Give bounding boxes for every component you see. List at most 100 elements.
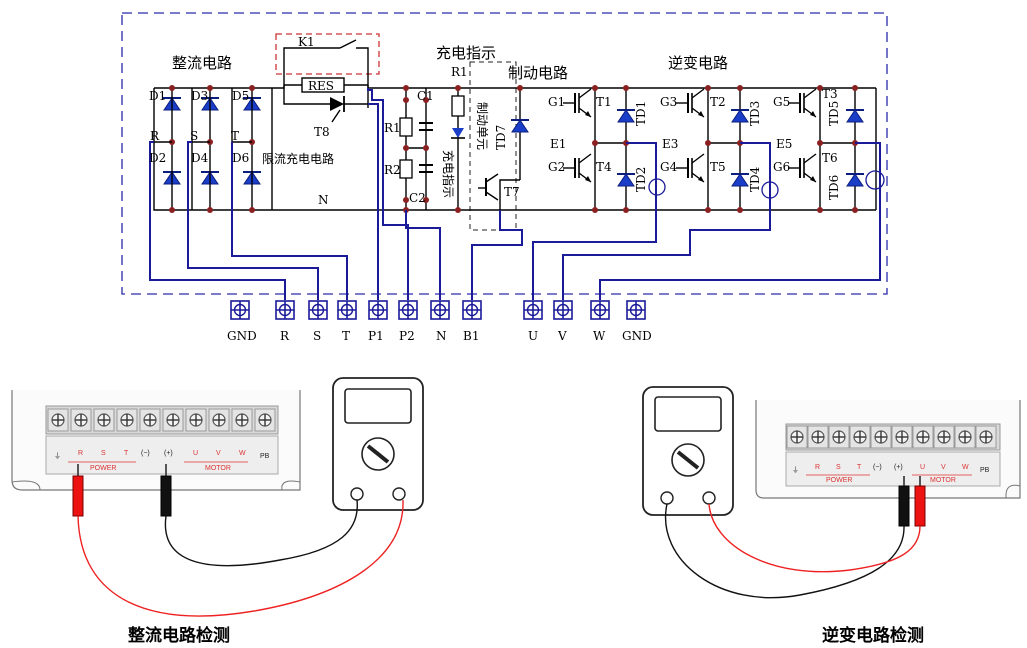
diode-d4-label: D4: [191, 151, 209, 165]
phase-r-label: R: [150, 129, 160, 143]
r2-label: R2: [384, 163, 401, 177]
gate-g5-label: G5: [773, 95, 790, 109]
diode-d1-label: D1: [149, 89, 166, 103]
diode-d5-label: D5: [232, 89, 249, 103]
emitter-e3-label: E3: [662, 137, 678, 151]
rectifier-bridge: [153, 85, 273, 213]
terminal-label: B1: [463, 329, 479, 343]
gate-g3-label: G3: [660, 95, 677, 109]
gate-g1-label: G1: [548, 95, 565, 109]
terminal-label: W: [593, 329, 606, 343]
igbt-t3-label: T3: [822, 87, 838, 101]
left-panel-label: T: [124, 450, 129, 457]
terminal-label: P2: [399, 329, 415, 343]
right-panel-screws: [786, 425, 997, 449]
terminal-label: R: [280, 329, 290, 343]
emitter-e1-label: E1: [550, 137, 566, 151]
relay-dashed-box: [275, 33, 380, 75]
charge-indicator-title: 充电指示: [436, 44, 496, 62]
emitter-e5-label: E5: [776, 137, 792, 151]
brake-title: 制动电路: [508, 64, 568, 82]
left-panel-label: R: [78, 450, 83, 457]
freewheel-td1-label: TD1: [634, 101, 648, 126]
terminal-label: N: [436, 329, 447, 343]
right-panel-label: T: [857, 464, 862, 471]
left-caption: 整流电路检测: [128, 625, 230, 646]
left-panel-label: U: [193, 450, 198, 457]
brake-unit-label: 制动单元: [475, 102, 489, 150]
r1-label: R1: [384, 121, 401, 135]
inverter-test-illustration: ⏚ R S T (−) (+) U V W PB POWER MOTOR: [642, 386, 1021, 599]
c2-label: C2: [409, 191, 426, 205]
igbt-t5-label: T5: [710, 160, 726, 174]
right-panel-label: R: [815, 464, 820, 471]
charge-indicator-vertical: 充电指示: [441, 150, 456, 198]
left-panel-label: ⏚: [54, 452, 61, 460]
left-motor-label: MOTOR: [205, 465, 231, 472]
right-panel-label: S: [836, 464, 841, 471]
freewheel-td6-label: TD6: [827, 175, 841, 200]
rectifier-title: 整流电路: [172, 54, 232, 72]
igbt-t4-label: T4: [596, 160, 612, 174]
terminal-labels: GND R S T P1 P2 N B1 U V W GND: [227, 329, 652, 343]
terminal-block: [230, 300, 646, 320]
brake-unit: [478, 85, 530, 210]
right-caption: 逆变电路检测: [822, 625, 924, 646]
terminal-label: S: [313, 329, 321, 343]
left-panel-label: (+): [164, 450, 173, 457]
bus-n-label: N: [318, 193, 329, 207]
right-panel-label: U: [920, 464, 925, 471]
left-power-label: POWER: [90, 465, 116, 472]
left-panel-label: (−): [141, 450, 150, 457]
thyristor-label: T8: [314, 125, 330, 139]
phase-s-label: S: [190, 129, 198, 143]
resistor-label: RES: [308, 79, 334, 93]
diode-d3-label: D3: [191, 89, 208, 103]
terminal-wiring: [149, 88, 881, 300]
diode-d6-label: D6: [232, 151, 249, 165]
terminal-label: P1: [368, 329, 384, 343]
right-power-label: POWER: [826, 477, 852, 484]
c1-label: C1: [417, 89, 434, 103]
terminal-label: GND: [227, 329, 257, 343]
left-panel-label: V: [216, 450, 221, 457]
right-panel-label: ⏚: [792, 466, 799, 474]
diode-d2-label: D2: [149, 151, 166, 165]
right-panel-label: (+): [894, 464, 903, 471]
left-panel-label: S: [101, 450, 106, 457]
igbt-t2-label: T2: [710, 95, 726, 109]
soft-charge-title: 限流充电电路: [262, 151, 334, 166]
soft-charge-branch: [272, 39, 369, 123]
igbt-t1-label: T1: [596, 95, 612, 109]
capacitor-bank: [399, 85, 433, 213]
terminal-label: T: [342, 329, 350, 343]
terminal-label: V: [557, 329, 567, 343]
inverter-bridge: [562, 85, 885, 213]
left-panel-label: W: [239, 450, 246, 457]
freewheel-td5-label: TD5: [827, 101, 841, 126]
gate-g4-label: G4: [660, 160, 678, 174]
t7-label: T7: [504, 185, 520, 199]
charge-indicator-branch: [451, 85, 465, 213]
rectifier-test-illustration: ⏚ R S T (−) (+) U V W PB POWER MOTOR: [11, 377, 424, 617]
right-panel-label: W: [962, 464, 969, 471]
gate-g2-label: G2: [548, 160, 565, 174]
freewheel-td2-label: TD2: [634, 167, 648, 192]
terminal-label: GND: [622, 329, 652, 343]
freewheel-td3-label: TD3: [748, 101, 762, 126]
td7-label: TD7: [494, 125, 508, 150]
right-motor-label: MOTOR: [930, 477, 956, 484]
right-panel-label: PB: [980, 467, 990, 474]
terminal-label: U: [528, 329, 538, 343]
phase-t-label: T: [231, 129, 239, 143]
right-panel-label: V: [941, 464, 946, 471]
gate-g6-label: G6: [773, 160, 790, 174]
r1-top-label: R1: [451, 65, 468, 79]
left-panel-label: PB: [260, 453, 270, 460]
inverter-title: 逆变电路: [668, 54, 728, 72]
enclosure-outline: [121, 12, 888, 295]
right-panel-label: (−): [873, 464, 882, 471]
relay-label: K1: [298, 35, 315, 49]
brake-unit-dashed-box: [469, 61, 517, 231]
